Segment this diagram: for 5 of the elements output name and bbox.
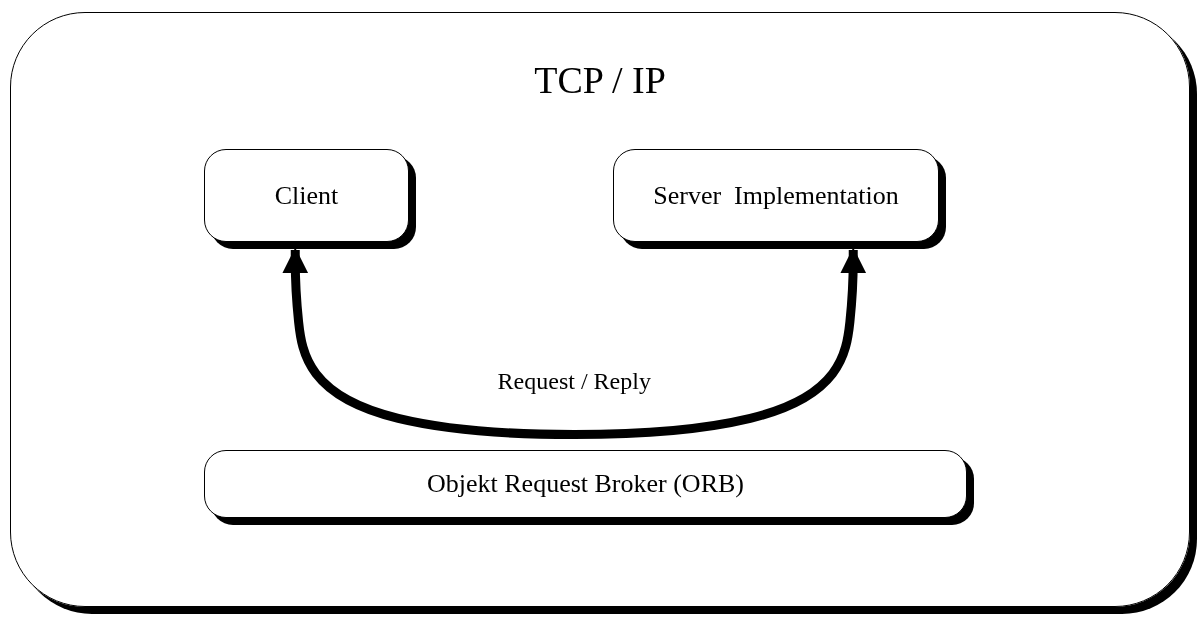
component-label: Server Implementation [652, 180, 900, 211]
network-label: TCP / IP [533, 58, 667, 102]
curved-arrow [282, 247, 867, 440]
component-label: Client [273, 180, 340, 211]
component-label: Objekt Request Broker (ORB) [426, 469, 745, 500]
